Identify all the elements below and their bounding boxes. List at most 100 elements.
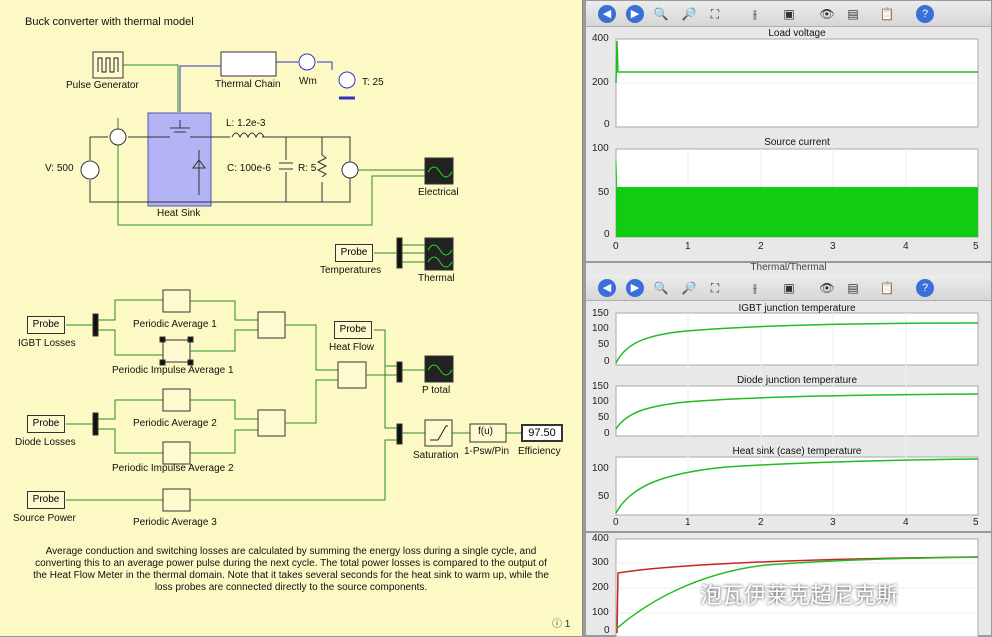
electrical-scope-label: Electrical: [418, 187, 459, 198]
x-tick: 0: [613, 241, 619, 252]
zoom-icon[interactable]: 🔍: [653, 281, 669, 295]
diode-temp-title: Diode junction temperature: [736, 375, 858, 386]
periodic-average-3-label: Periodic Average 3: [133, 517, 217, 528]
y-tick: 0: [604, 229, 610, 240]
y-tick: 400: [592, 533, 609, 544]
source-power-label: Source Power: [13, 513, 76, 524]
electrical-plots: [615, 38, 979, 238]
y-tick: 50: [598, 491, 610, 502]
x-tick: 1: [685, 517, 691, 528]
data-icon[interactable]: ▣: [783, 7, 795, 21]
heat-flow-label: Heat Flow: [329, 342, 375, 353]
x-tick: 3: [830, 241, 836, 252]
resistor-label: R: 5: [298, 163, 317, 174]
y-tick: 100: [592, 323, 609, 334]
view-icon[interactable]: 👁: [819, 7, 835, 21]
diode-temp-trace: [615, 393, 979, 430]
probe-heat-flow[interactable]: Probe: [334, 321, 372, 339]
help-icon[interactable]: ?: [916, 279, 934, 297]
y-tick: 50: [598, 412, 610, 423]
x-tick: 3: [830, 517, 836, 528]
forward-icon[interactable]: ▶: [626, 279, 644, 297]
y-tick: 100: [592, 143, 609, 154]
plot-icon[interactable]: ▤: [847, 281, 859, 295]
help-icon[interactable]: ?: [916, 5, 934, 23]
p-total-label: P total: [422, 385, 451, 396]
export-icon[interactable]: 📋: [879, 281, 895, 295]
probe-igbt-losses[interactable]: Probe: [27, 316, 65, 334]
electrical-scope-window[interactable]: ◀ ▶ 🔍 🔎 ⛶ ⫲ ▣ 👁 ▤ 📋 ? Load voltage Sourc…: [585, 0, 992, 262]
probe-diode-losses[interactable]: Probe: [27, 415, 65, 433]
capacitor-label: C: 100e-6: [227, 163, 271, 174]
data-icon[interactable]: ▣: [783, 281, 795, 295]
inductor-label: L: 1.2e-3: [226, 118, 266, 129]
page-indicator: ⓘ 1: [552, 619, 571, 630]
scope-toolbar: ◀ ▶ 🔍 🔎 ⛶ ⫲ ▣ 👁 ▤ 📋 ?: [586, 1, 991, 27]
efficiency-display: 97.50: [521, 424, 563, 442]
periodic-average-2-label: Periodic Average 2: [133, 418, 217, 429]
temperatures-label: Temperatures: [320, 265, 382, 276]
power-plot: [615, 538, 979, 637]
forward-icon[interactable]: ▶: [626, 5, 644, 23]
x-tick: 4: [903, 517, 909, 528]
x-tick: 2: [758, 517, 764, 528]
y-tick: 0: [604, 625, 610, 636]
schematic-wires: [66, 51, 521, 512]
voltage-source-label: V: 500: [45, 163, 74, 174]
zoom-out-icon[interactable]: 🔎: [681, 281, 697, 295]
fu-label: 1-Psw/Pin: [464, 446, 510, 457]
probe-temperatures[interactable]: Probe: [335, 244, 373, 262]
cursor-icon[interactable]: ⫲: [753, 281, 757, 295]
periodic-impulse-average-1-label: Periodic Impulse Average 1: [112, 365, 234, 376]
y-tick: 400: [592, 33, 609, 44]
pulse-generator-label: Pulse Generator: [66, 80, 139, 91]
load-voltage-title: Load voltage: [768, 28, 826, 39]
igbt-losses-label: IGBT Losses: [18, 338, 76, 349]
y-tick: 100: [592, 463, 609, 474]
fit-icon[interactable]: ⛶: [710, 281, 720, 295]
zoom-out-icon[interactable]: 🔎: [681, 7, 697, 21]
saturation-label: Saturation: [413, 450, 459, 461]
y-tick: 150: [592, 308, 609, 319]
cursor-icon[interactable]: ⫲: [753, 7, 757, 21]
y-tick: 50: [598, 187, 610, 198]
y-tick: 300: [592, 557, 609, 568]
thermal-plots: [615, 312, 979, 516]
y-tick: 0: [604, 428, 610, 439]
description-text: Average conduction and switching losses …: [33, 546, 549, 593]
back-icon[interactable]: ◀: [598, 5, 616, 23]
y-tick: 200: [592, 582, 609, 593]
x-tick: 0: [613, 517, 619, 528]
zoom-icon[interactable]: 🔍: [653, 7, 669, 21]
y-tick: 50: [598, 339, 610, 350]
fit-icon[interactable]: ⛶: [710, 7, 720, 21]
y-tick: 0: [604, 119, 610, 130]
temp-source-label: T: 25: [362, 77, 384, 88]
diode-losses-label: Diode Losses: [15, 437, 76, 448]
view-icon[interactable]: 👁: [819, 281, 835, 295]
x-tick: 4: [903, 241, 909, 252]
load-voltage-trace: [615, 40, 978, 84]
x-tick: 1: [685, 241, 691, 252]
back-icon[interactable]: ◀: [598, 279, 616, 297]
source-current-title: Source current: [764, 137, 830, 148]
x-tick: 5: [973, 517, 979, 528]
probe-source-power[interactable]: Probe: [27, 491, 65, 509]
export-icon[interactable]: 📋: [879, 7, 895, 21]
diagram-title: Buck converter with thermal model: [25, 16, 194, 28]
x-tick: 2: [758, 241, 764, 252]
thermal-scope-label: Thermal: [418, 273, 455, 284]
thermal-chain-label: Thermal Chain: [215, 79, 281, 90]
green-trace: [615, 556, 979, 630]
plot-icon[interactable]: ▤: [847, 7, 859, 21]
thermal-scope-window[interactable]: Thermal/Thermal ◀ ▶ 🔍 🔎 ⛶ ⫲ ▣ 👁 ▤ 📋 ? IG…: [585, 262, 992, 532]
periodic-impulse-average-2-label: Periodic Impulse Average 2: [112, 463, 234, 474]
y-tick: 100: [592, 396, 609, 407]
schematic-canvas[interactable]: Buck converter with thermal model Pulse …: [0, 0, 583, 636]
x-tick: 5: [973, 241, 979, 252]
fu-block: f(u): [478, 426, 493, 437]
thermal-window-title: Thermal/Thermal: [750, 262, 827, 273]
igbt-temp-trace: [615, 322, 979, 364]
heatsink-temp-trace: [615, 458, 979, 514]
y-tick: 150: [592, 381, 609, 392]
